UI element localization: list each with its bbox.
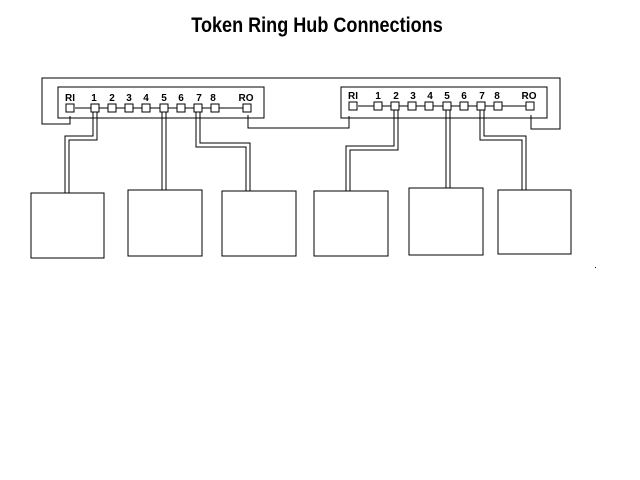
lobe-cable-h2-p2-outer xyxy=(345,110,395,191)
hub-1-chassis xyxy=(57,86,265,119)
lobe-cable-h2-p7-outer xyxy=(479,110,523,190)
hub-2-port-3 xyxy=(407,101,417,111)
hub-2-port-label-7: 7 xyxy=(479,91,485,102)
hub-2-port-8 xyxy=(493,101,503,111)
hub-1-port-ri xyxy=(65,103,75,113)
station-4 xyxy=(313,190,389,257)
diagram-title: Token Ring Hub Connections xyxy=(191,14,443,37)
station-2 xyxy=(127,189,203,257)
lobe-cables xyxy=(64,110,527,193)
hub-2-port-5 xyxy=(442,101,452,111)
stations xyxy=(30,187,572,259)
hub-1-port-label-1: 1 xyxy=(91,93,97,104)
hub-1-port-label-5: 5 xyxy=(161,93,167,104)
hub-1-port-1 xyxy=(90,103,100,113)
hub-1-port-6 xyxy=(176,103,186,113)
hub-1-port-label-3: 3 xyxy=(126,93,132,104)
hub-1-port-7 xyxy=(193,103,203,113)
hub-2-port-label-ri: RI xyxy=(348,91,358,102)
hub-2-port-label-6: 6 xyxy=(461,91,467,102)
hub-2-port-label-8: 8 xyxy=(494,91,500,102)
hub-2-port-label-3: 3 xyxy=(410,91,416,102)
hub-1-port-label-4: 4 xyxy=(143,93,149,104)
hub-1-port-8 xyxy=(210,103,220,113)
hub-1-port-2 xyxy=(107,103,117,113)
hub-1-port-label-7: 7 xyxy=(196,93,202,104)
hub-2-port-label-2: 2 xyxy=(393,91,399,102)
hub-2-port-label-1: 1 xyxy=(375,91,381,102)
hub-2-port-label-4: 4 xyxy=(427,91,433,102)
hub-2-port-2 xyxy=(390,101,400,111)
station-5 xyxy=(408,187,484,256)
hub-1-port-label-2: 2 xyxy=(109,93,115,104)
lobe-cable-h1-p7-outer xyxy=(195,112,247,191)
lobe-cable-h1-p1-inner xyxy=(68,112,98,193)
ring-cable xyxy=(41,77,561,130)
hub-1-port-label-ro: RO xyxy=(239,93,254,104)
hub-2-port-ri xyxy=(348,101,358,111)
hub-1-port-label-ri: RI xyxy=(65,93,75,104)
hub-2-port-ro xyxy=(525,101,535,111)
lobe-cable-h1-p7-inner xyxy=(199,112,251,191)
lobe-cable-h1-p1-outer xyxy=(64,112,94,193)
lobe-cable-h2-p2-inner xyxy=(349,110,399,191)
station-1 xyxy=(30,192,105,259)
hub-2-port-label-5: 5 xyxy=(444,91,450,102)
hub-2-port-4 xyxy=(424,101,434,111)
hub-1-port-3 xyxy=(124,103,134,113)
hub-2-port-6 xyxy=(459,101,469,111)
hub-1-port-label-8: 8 xyxy=(210,93,216,104)
station-3 xyxy=(221,190,297,257)
hub-2-port-label-ro: RO xyxy=(522,91,537,102)
lobe-cable-h2-p7-inner xyxy=(483,110,527,190)
hub-1-port-4 xyxy=(141,103,151,113)
hub-1-port-5 xyxy=(159,103,169,113)
stray-dot xyxy=(595,267,596,268)
hub-1-port-label-6: 6 xyxy=(178,93,184,104)
station-6 xyxy=(497,189,572,255)
hub-2-chassis xyxy=(340,86,548,119)
hub-2-port-1 xyxy=(373,101,383,111)
hub-1-port-ro xyxy=(242,103,252,113)
hub-2-port-7 xyxy=(476,101,486,111)
